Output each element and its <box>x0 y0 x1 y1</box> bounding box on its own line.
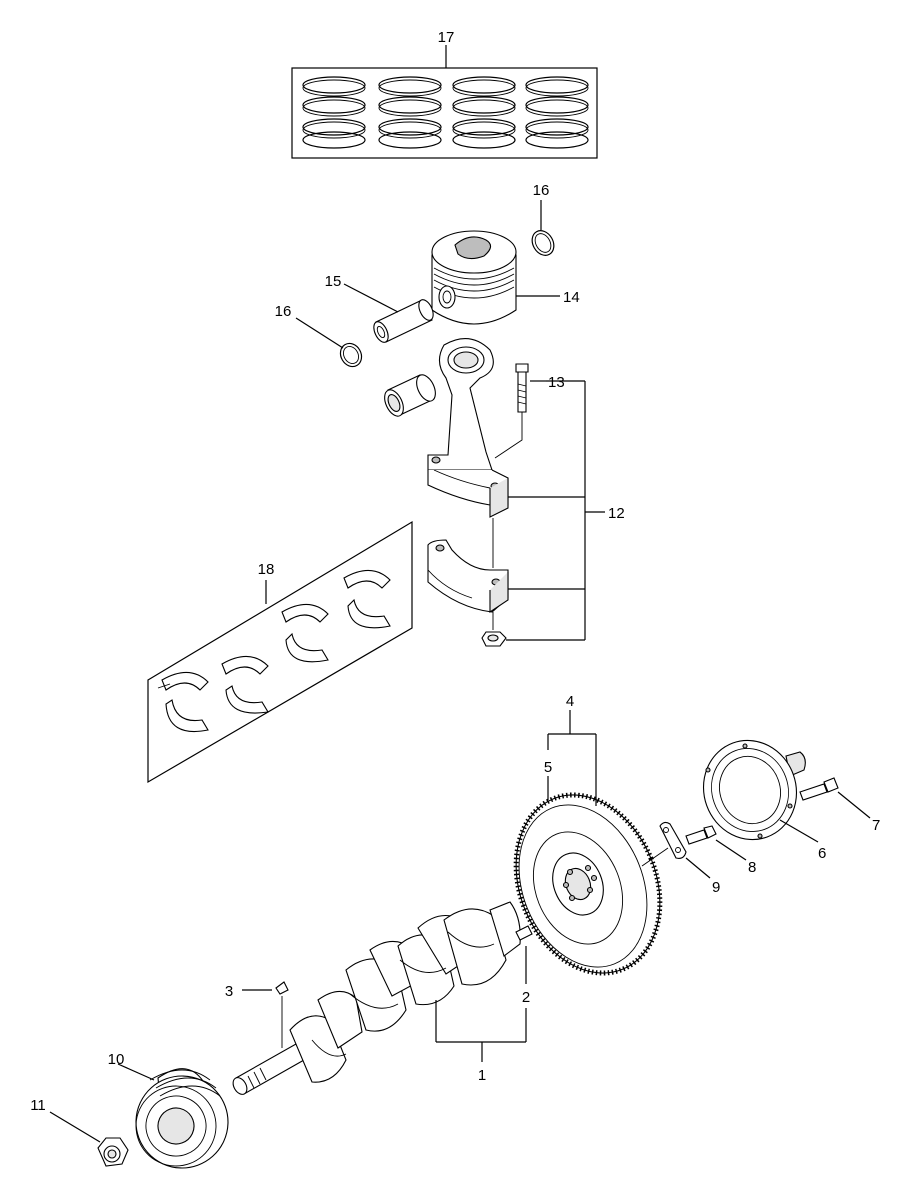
piston-ring-set: 17 <box>291 29 598 159</box>
ring-group-2 <box>378 76 442 149</box>
callout-6: 6 <box>818 845 826 862</box>
leader-6 <box>779 819 819 843</box>
housing-bolt: 7 <box>799 777 880 834</box>
ring-group-4 <box>525 76 589 149</box>
leader-16b <box>295 317 344 349</box>
crankshaft-pulley: 10 <box>108 1051 229 1169</box>
leader-15 <box>343 283 399 313</box>
flywheel <box>513 792 663 976</box>
piston: 14 <box>431 230 580 325</box>
callout-8: 8 <box>748 859 756 876</box>
bearing-shell-pair-2 <box>221 655 269 714</box>
callout-10: 10 <box>108 1051 125 1068</box>
con-rod-bolt: 13 <box>494 363 565 459</box>
callout-7: 7 <box>872 817 880 834</box>
flywheel-housing-cover: 6 <box>702 739 826 862</box>
callout-4: 4 <box>566 693 574 710</box>
ring-group-3 <box>452 76 516 149</box>
dowel-pin: 2 <box>515 925 533 1042</box>
small-end-bushing <box>384 374 436 417</box>
pulley-nut: 11 <box>30 1097 129 1167</box>
callout-3: 3 <box>225 983 233 1000</box>
callout-11: 11 <box>30 1097 46 1114</box>
bracket-12: 12 <box>506 380 625 641</box>
leader-10 <box>117 1063 155 1081</box>
callout-14: 14 <box>563 289 580 306</box>
bearing-shell-pair-3 <box>281 603 329 663</box>
callout-16-upper: 16 <box>533 182 550 199</box>
bearing-shell-pair-4 <box>343 569 391 629</box>
bearing-set: 18 <box>147 520 413 784</box>
callout-17: 17 <box>438 29 455 46</box>
piston-pin: 15 <box>325 273 434 343</box>
woodruff-key: 3 <box>225 981 289 1048</box>
leader-11 <box>49 1111 101 1143</box>
flywheel-bolt: 8 <box>685 825 756 876</box>
con-rod-nut <box>481 612 507 647</box>
callout-5: 5 <box>544 759 552 776</box>
callout-9: 9 <box>712 879 720 896</box>
bracket-4-5: 4 5 <box>544 693 597 806</box>
callout-12: 12 <box>608 505 625 522</box>
callout-15: 15 <box>325 273 342 290</box>
leader-9 <box>685 857 711 879</box>
connecting-rod <box>427 338 509 518</box>
crankshaft: 1 <box>232 901 526 1095</box>
ring-group-1 <box>302 76 366 149</box>
snap-ring-upper: 16 <box>531 182 555 256</box>
callout-1: 1 <box>478 1067 486 1084</box>
snap-ring-lower: 16 <box>275 303 363 368</box>
bearing-shell-pair-1 <box>157 671 209 733</box>
con-rod-cap <box>427 518 509 614</box>
leader-7 <box>837 791 871 819</box>
callout-16-lower: 16 <box>275 303 292 320</box>
callout-2: 2 <box>522 989 530 1006</box>
leader-8 <box>715 839 747 861</box>
callout-18: 18 <box>258 561 275 578</box>
lock-plate: 9 <box>641 821 720 896</box>
callout-13: 13 <box>548 374 565 391</box>
